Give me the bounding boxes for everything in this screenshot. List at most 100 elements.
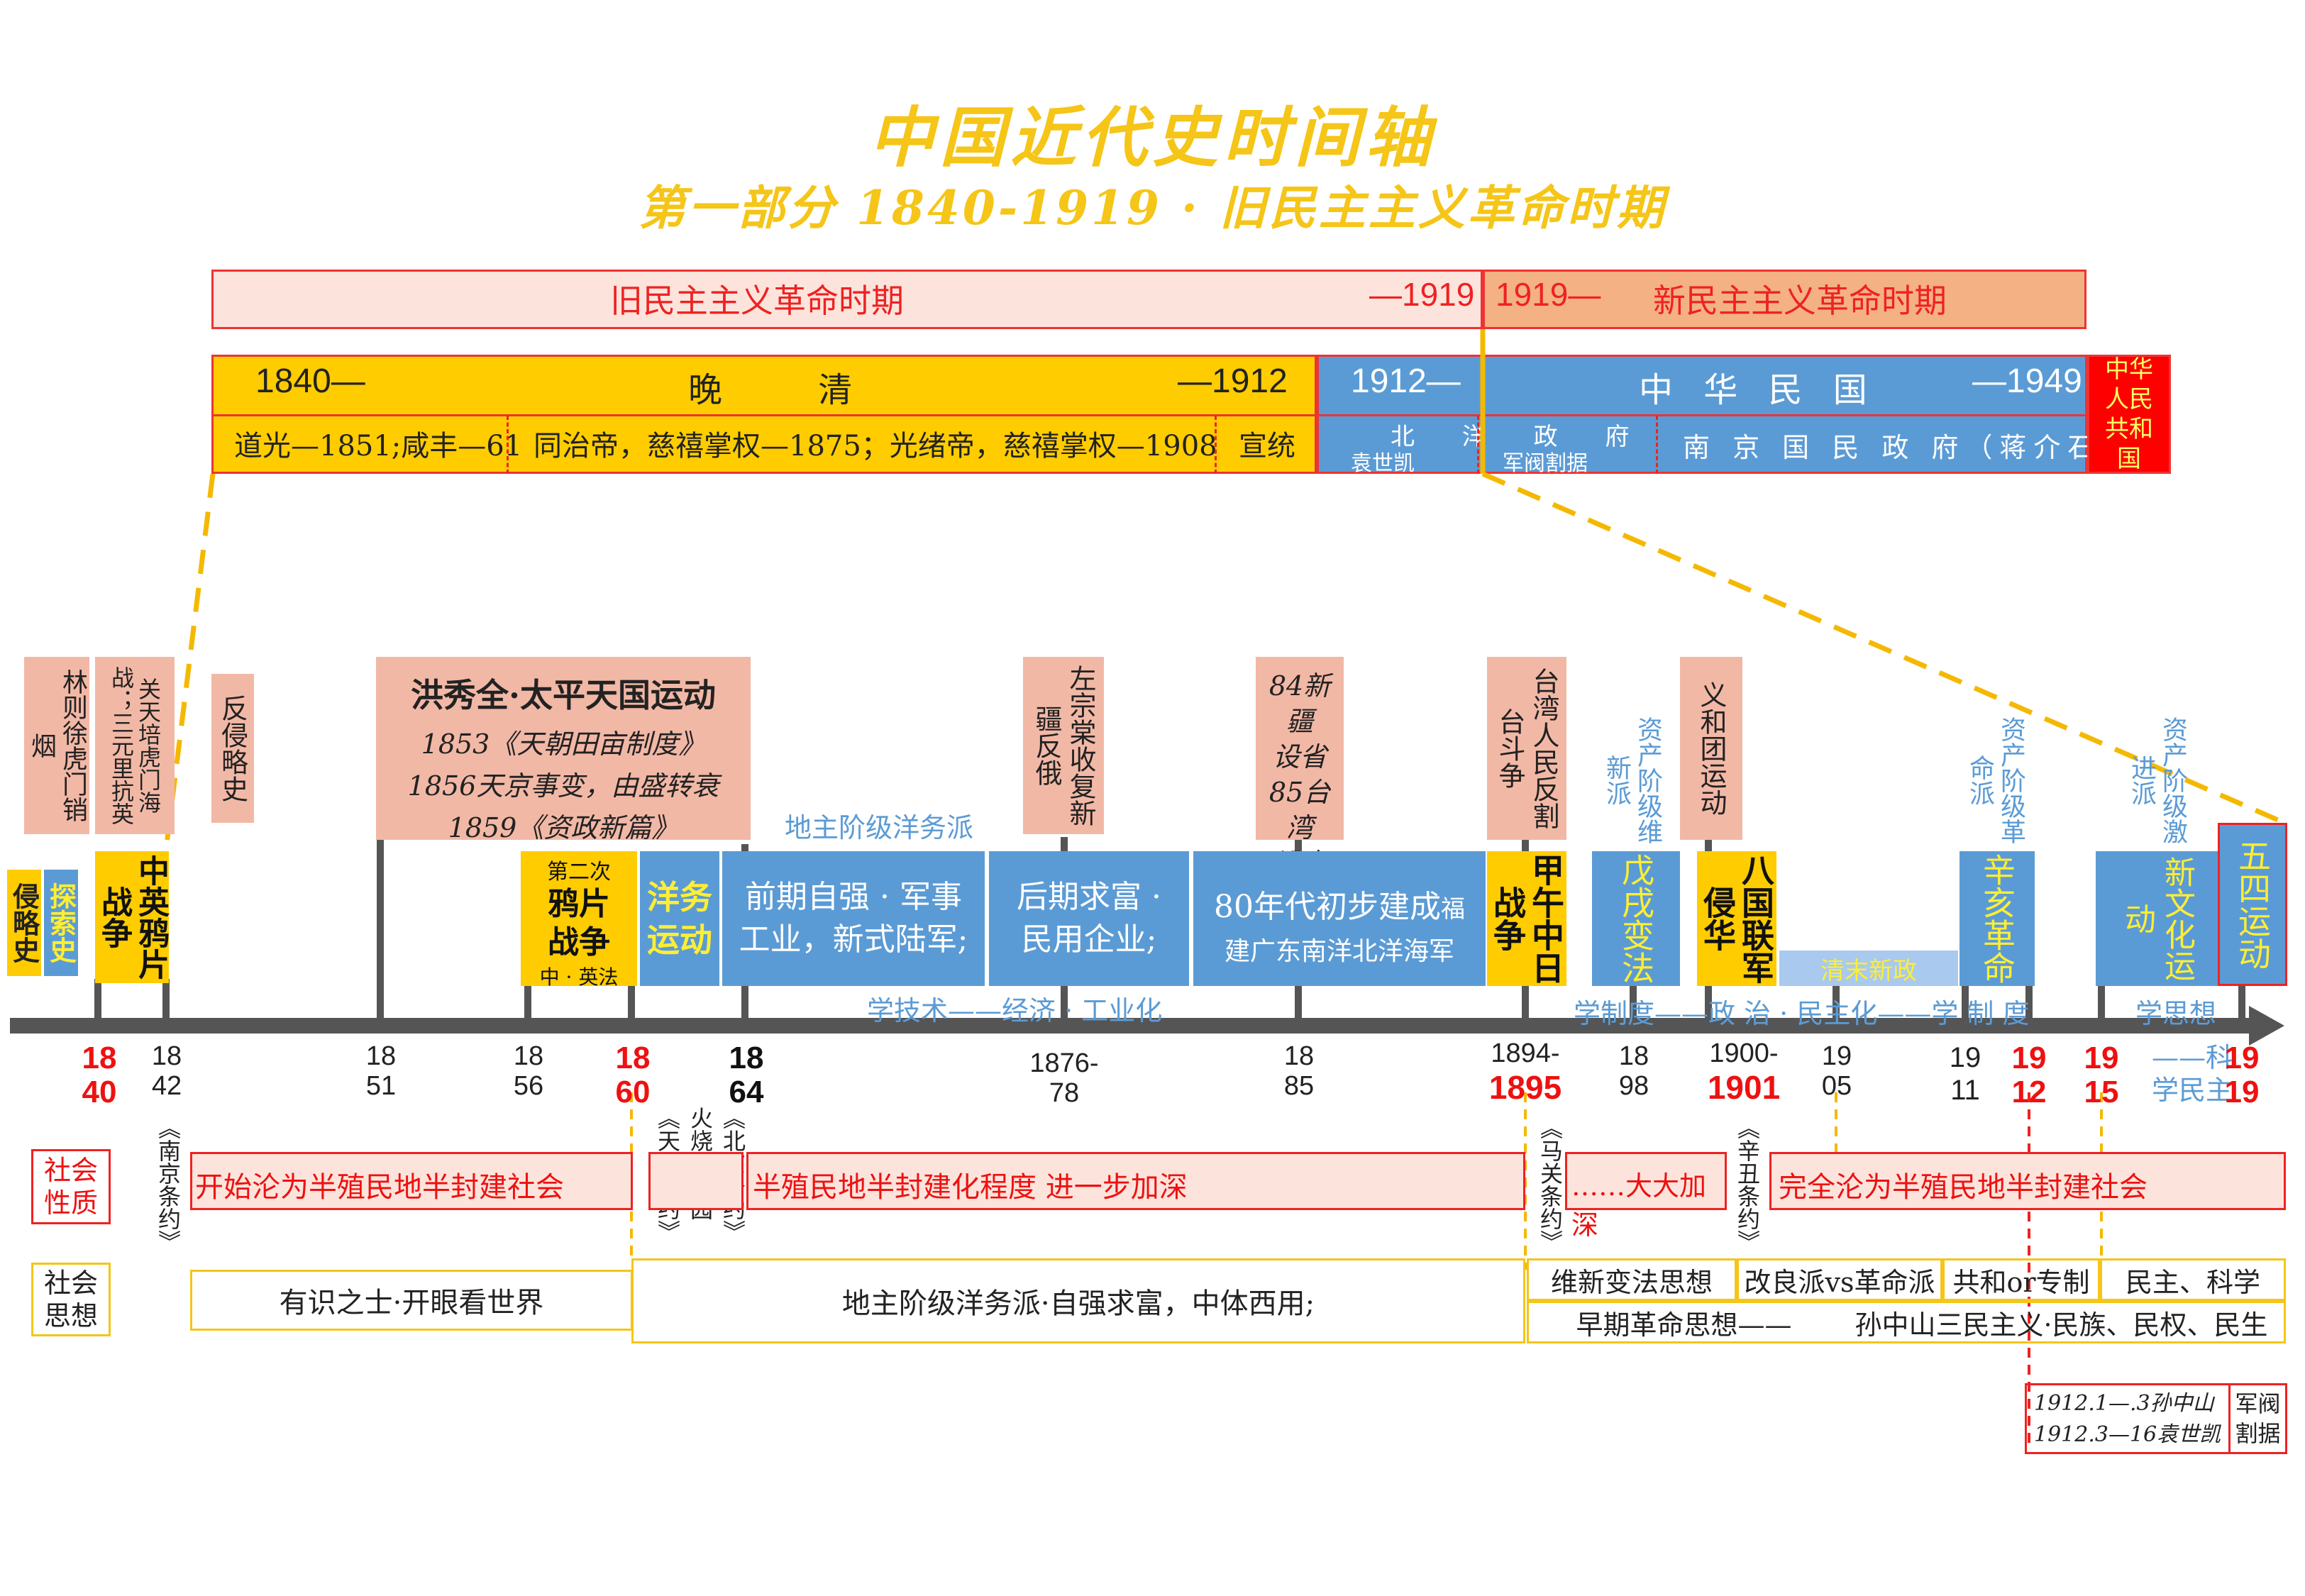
page-subtitle: 第一部分 1840-1919 · 旧民主主义革命时期 <box>639 180 1666 235</box>
treaty-xinchou: 《辛丑条约》 <box>1734 1116 1761 1253</box>
taiping-line-1: 1853《天朝田亩制度》 <box>421 728 706 760</box>
science-democracy-label: ——科学民主 <box>2151 1042 2233 1106</box>
thought-reform: 维新变法思想 <box>1527 1258 1737 1301</box>
new-democratic-period-bar <box>1483 270 2086 329</box>
note-sun-yatsen: 1912.1—.3孙中山 <box>2034 1391 2214 1416</box>
old-democratic-period-bar <box>211 270 1483 329</box>
invasion-history-tag: 侵略史 <box>7 870 41 976</box>
thought-democracy-science: 民主、科学 <box>2100 1258 2286 1301</box>
reign-daoguang-xianfeng: 道光—1851;咸丰—61 <box>234 430 523 462</box>
second-opium-title: 鸦片战争 <box>548 886 610 960</box>
late-seeking-wealth-box: 后期求富 · 民用企业; <box>989 851 1189 986</box>
prc-era: 中华人民共和国 <box>2087 355 2171 474</box>
lin-zexu-box: 林则徐虎门销烟 <box>24 657 89 834</box>
thought-early-revolution: 早期革命思想—— <box>1527 1301 1839 1343</box>
nature-greatly-deepened: ……大大加深 <box>1565 1152 1727 1241</box>
first-opium-war-box: 中英鸦片战争 <box>95 851 169 983</box>
beiyang-separator <box>1477 416 1479 474</box>
navy-fu: 福 <box>1441 895 1465 924</box>
thought-westernization: 地主阶级洋务派·自强求富，中体西用; <box>631 1258 1525 1343</box>
taiping-line-2: 1856天京事变，由盛转衰 <box>407 770 719 802</box>
navy-1880s-box: 80年代初步建成福 建广东南洋北洋海军 <box>1193 851 1486 986</box>
roc-label: 中 华 民 国 <box>1639 370 1877 410</box>
roc-start: 1912— <box>1351 362 1461 400</box>
year-1912: 1912 <box>2011 1041 2047 1109</box>
learn-technology-label: 学技术——经济 · 工业化 <box>867 995 1163 1026</box>
year-1911: 1911 <box>1949 1042 1981 1106</box>
taiwan-resistance-box: 台湾人民反割台斗争 <box>1487 657 1566 840</box>
roc-end: —1949 <box>1972 362 2082 400</box>
second-opium-small: 第二次 <box>547 860 611 885</box>
year-1898: 1898 <box>1618 1041 1649 1101</box>
second-opium-war-box: 第二次 鸦片战争 中 · 英法 <box>521 851 637 989</box>
taiping-box: 洪秀全·太平天国运动 1853《天朝田亩制度》 1856天京事变，由盛转衰 18… <box>376 657 751 843</box>
xinhai-revolution-box: 辛亥革命 <box>1959 851 2035 986</box>
old-period-end: —1919 <box>1369 276 1475 313</box>
year-1905: 1905 <box>1821 1041 1852 1101</box>
year-1856: 1856 <box>513 1041 544 1101</box>
nature-spacer <box>648 1152 744 1210</box>
year-1864: 1864 <box>729 1041 764 1109</box>
year-1851: 1851 <box>365 1041 397 1101</box>
timeline-arrow <box>2249 1006 2284 1046</box>
social-nature-label: 社会性质 <box>31 1149 111 1224</box>
wuxu-reform-box: 戊戌变法 <box>1592 851 1680 986</box>
beiyang-warlords: 军阀割据 <box>1503 451 1588 476</box>
westernization-movement-box: 洋务运动 <box>640 851 719 986</box>
reformist-bourgeoisie-label: 资产阶级维新派 <box>1602 716 1662 844</box>
guan-tianpei-box: 关天培虎门海战；三元里抗英 <box>95 657 175 834</box>
new-culture-movement-box: 新文化运动 <box>2096 851 2218 986</box>
beiyang-government: 北 洋 政 府 <box>1391 423 1649 451</box>
taiping-line-3: 1859《资政新篇》 <box>448 812 679 843</box>
zoom-line-left <box>160 473 216 873</box>
year-1842: 1842 <box>151 1041 182 1101</box>
province-line-1: 84新疆 <box>1268 670 1331 737</box>
qing-end: —1912 <box>1178 362 1288 400</box>
revolutionary-bourgeoisie-label: 资产阶级革命派 <box>1965 716 2025 844</box>
year-1900: 1900- <box>1709 1038 1779 1068</box>
year-1901: 1901 <box>1707 1069 1781 1106</box>
year-1860: 1860 <box>615 1041 651 1109</box>
new-period-label: 新民主主义革命时期 <box>1653 282 1947 320</box>
learn-institutions-label: 学制度——政 治 · 民主化——学 制 度 <box>1574 998 2030 1029</box>
nanjing-separator <box>1656 416 1658 474</box>
nanjing-government: 南 京 国 民 政 府（蒋介石） <box>1683 432 2136 463</box>
nature-semi-colonial-begin: 开始沦为半殖民地半封建社会 <box>190 1152 633 1210</box>
year-1876-78: 1876-78 <box>1029 1048 1099 1108</box>
eight-nation-alliance-box: 八国联军侵华 <box>1697 851 1776 986</box>
zuo-zongtang-box: 左宗棠收复新疆反俄 <box>1023 657 1104 834</box>
year-1840: 1840 <box>82 1041 117 1109</box>
nature-deepening: 半殖民地半封建化程度 进一步加深 <box>746 1152 1525 1210</box>
thought-three-principles: 孙中山三民主义·民族、民权、民生 <box>1839 1301 2286 1343</box>
navy-line-2: 建广东南洋北洋海军 <box>1224 937 1454 966</box>
landlord-westernization-label: 地主阶级洋务派 <box>785 812 974 843</box>
reign-tongzhi-guangxu: 同治帝，慈禧掌权—1875；光绪帝，慈禧掌权—1908 <box>534 430 1217 462</box>
old-period-label: 旧民主主义革命时期 <box>610 282 904 320</box>
late-qing-reforms-box: 清末新政 <box>1779 951 1958 986</box>
year-1919: 1919 <box>2224 1041 2260 1109</box>
year-1915: 1915 <box>2084 1041 2119 1109</box>
may-fourth-movement-box: 五四运动 <box>2218 823 2287 986</box>
navy-line-1: 80年代初步建成 <box>1214 889 1441 925</box>
qing-start: 1840— <box>255 362 365 400</box>
year-1895: 1895 <box>1488 1069 1562 1106</box>
thought-open-eyes: 有识之士·开眼看世界 <box>190 1270 633 1331</box>
anti-invasion-box: 反侵略史 <box>211 674 254 823</box>
second-opium-sub: 中 · 英法 <box>539 965 619 989</box>
learn-thought-label: 学思想 <box>2135 998 2217 1029</box>
roc-divider <box>1317 414 2087 416</box>
province-line-3: 85台湾 <box>1268 777 1331 843</box>
reign-separator <box>1215 416 1217 474</box>
reign-separator <box>507 416 509 474</box>
thought-reform-vs-revolution: 改良派vs革命派 <box>1737 1258 1942 1301</box>
early-self-strengthening-box: 前期自强 · 军事工业，新式陆军; <box>722 851 985 986</box>
sino-japanese-war-box: 甲午中日战争 <box>1487 851 1566 986</box>
new-period-start: 1919— <box>1496 276 1601 313</box>
qing-divider <box>211 414 1317 416</box>
boxer-movement-box: 义和团运动 <box>1680 657 1742 840</box>
radical-bourgeoisie-label: 资产阶级激进派 <box>2127 716 2187 844</box>
note-warlord-split: 军阀割据 <box>2231 1383 2287 1454</box>
note-1912-presidents: 1912.1—.3孙中山 1912.3—16袁世凯 <box>2025 1383 2231 1454</box>
treaty-shimonoseki: 《马关条约》 <box>1537 1116 1564 1253</box>
